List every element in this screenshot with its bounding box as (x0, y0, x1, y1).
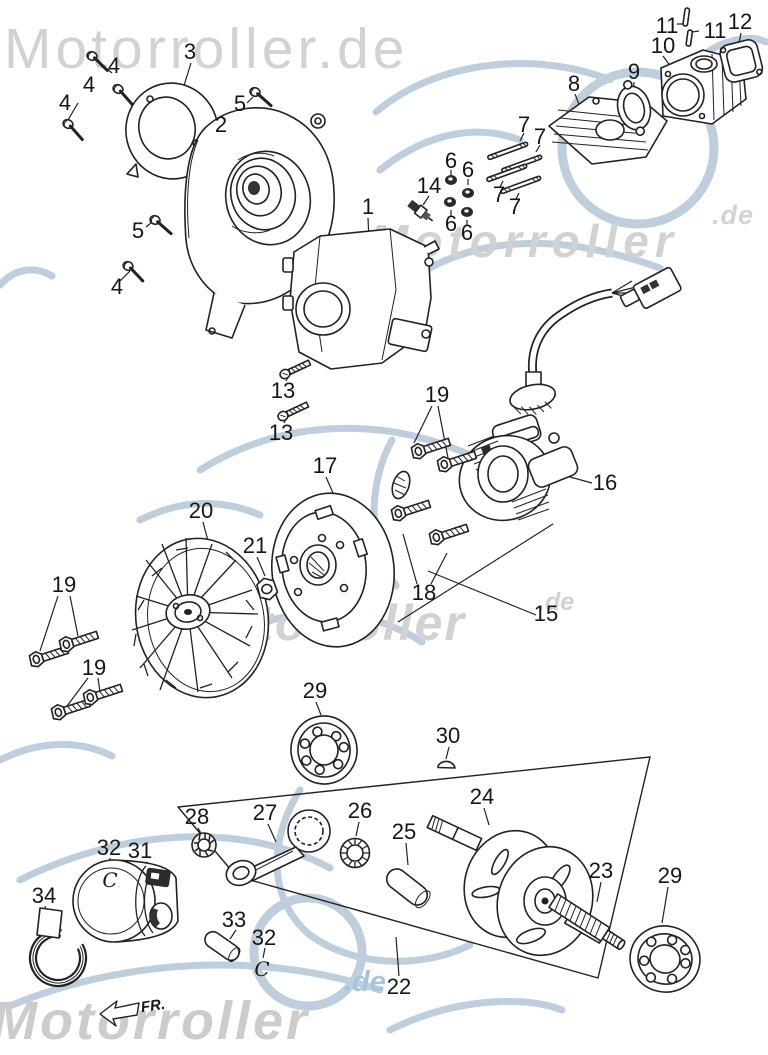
callout-29b: 29 (657, 863, 683, 888)
dowel-pins-drawing (682, 7, 694, 47)
callout-19c: 19 (81, 655, 107, 680)
callout-2: 2 (214, 112, 228, 137)
crankshaft-assembly-box (177, 756, 651, 979)
watermark-upper-right-de: .de (712, 200, 755, 230)
callout-7c: 7 (492, 182, 506, 207)
callout-6a: 6 (444, 148, 458, 173)
watermark-top: Motorroller.de (4, 17, 409, 81)
callout-7d: 7 (508, 194, 522, 219)
watermark-bottom: Motorroller (0, 991, 311, 1051)
crank-pin-25-drawing (385, 868, 431, 909)
bearing-29-lower-drawing (629, 925, 701, 993)
front-direction-label: FR. (139, 995, 167, 1017)
circlip-mark-b: C (254, 957, 270, 981)
callout-12: 12 (727, 9, 753, 34)
callout-6c: 6 (444, 211, 458, 236)
callout-11b: 11 (703, 18, 727, 43)
circlip-mark-a: C (102, 868, 118, 892)
piston-pin-drawing (204, 930, 241, 963)
callout-7a: 7 (517, 112, 531, 137)
callout-17: 17 (312, 453, 338, 478)
callout-10: 10 (650, 33, 676, 58)
callout-24: 24 (469, 784, 495, 809)
callout-5b: 5 (131, 218, 145, 243)
callout-16: 16 (592, 470, 618, 495)
bearing-29-upper-drawing (290, 715, 358, 785)
callout-19b: 19 (51, 572, 77, 597)
callout-15: 15 (533, 601, 559, 626)
callout-34: 34 (31, 883, 57, 908)
callout-14: 14 (416, 173, 442, 198)
callout-6d: 6 (460, 220, 474, 245)
front-direction-arrow (99, 1000, 140, 1027)
callout-18: 18 (411, 580, 437, 605)
callout-8: 8 (567, 71, 581, 96)
watermark-bottom-de: .de (344, 966, 386, 998)
callout-29a: 29 (302, 678, 328, 703)
piston-ring-set-drawing (28, 907, 88, 988)
woodruff-key-drawing (437, 760, 456, 769)
callout-9: 9 (627, 59, 641, 84)
callout-11a: 11 (655, 13, 679, 38)
callout-28: 28 (184, 804, 210, 829)
watermark-middle-de: .de (538, 588, 575, 616)
callout-4d: 4 (110, 274, 124, 299)
bolts-19-left-drawing (27, 626, 125, 723)
callout-13b: 13 (268, 420, 294, 445)
callout-21: 21 (242, 533, 268, 558)
callout-20: 20 (188, 498, 214, 523)
callout-3: 3 (183, 39, 197, 64)
callout-22: 22 (386, 974, 412, 999)
bolts-18-drawing (389, 470, 471, 548)
spark-plug-drawing (407, 199, 434, 222)
callout-6b: 6 (461, 157, 475, 182)
connecting-rod-drawing (225, 809, 331, 887)
flywheel-rotor-drawing (271, 492, 395, 648)
callout-1: 1 (361, 194, 375, 219)
callout-25: 25 (391, 819, 417, 844)
callout-26: 26 (347, 798, 373, 823)
callout-31: 31 (127, 838, 153, 863)
callout-27: 27 (252, 800, 278, 825)
callout-32b: 32 (251, 925, 277, 950)
callout-19a: 19 (424, 382, 450, 407)
cylinder-shroud-drawing (282, 228, 440, 370)
callout-5a: 5 (233, 91, 247, 116)
callout-4c: 4 (58, 90, 72, 115)
needle-bearing-26-drawing (339, 837, 371, 869)
crankshaft-drawing (426, 814, 607, 957)
callout-13a: 13 (270, 378, 296, 403)
flywheel-nut-drawing (256, 577, 279, 601)
callout-4a: 4 (107, 53, 121, 78)
stator-assembly-drawing (458, 266, 682, 522)
head-gasket-drawing (616, 80, 652, 136)
callout-7b: 7 (533, 124, 547, 149)
piston-drawing (72, 859, 179, 943)
callout-30: 30 (435, 723, 461, 748)
callout-33: 33 (221, 907, 247, 932)
callout-32a: 32 (96, 835, 122, 860)
splined-shaft-drawing (548, 893, 626, 950)
callout-4b: 4 (82, 72, 96, 97)
callout-23: 23 (588, 858, 614, 883)
cover-gasket-drawing (719, 39, 764, 83)
fan-wheel-drawing (131, 537, 270, 699)
needle-bearing-28-drawing (191, 832, 217, 858)
